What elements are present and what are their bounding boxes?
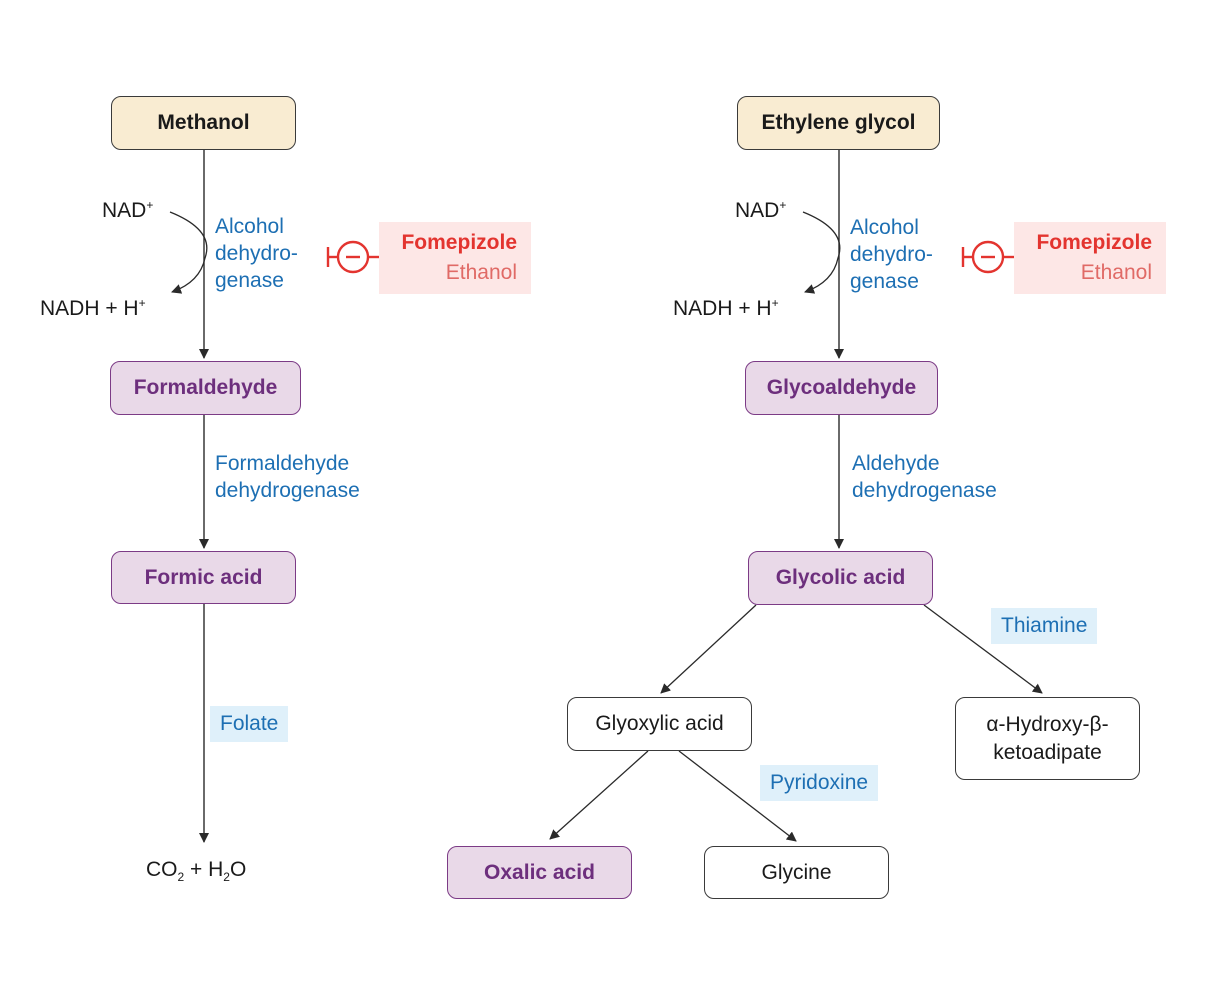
alcohol-dehydrogenase-label: Alcohol dehydro- genase: [850, 216, 933, 293]
inhibitor-box: Fomepizole Ethanol: [379, 222, 531, 294]
glycine-box: Glycine: [704, 846, 889, 899]
ketoadipate-box: α-Hydroxy-β- ketoadipate: [955, 697, 1140, 780]
nad-label: NAD+: [102, 198, 154, 222]
nad-curve-arrow: [802, 211, 841, 294]
inhibitor-box: Fomepizole Ethanol: [1014, 222, 1166, 294]
aldehyde-dehydrogenase-label: Aldehyde dehydrogenase: [852, 452, 997, 502]
oxalic-acid-box: Oxalic acid: [447, 846, 632, 899]
ethanol-label: Ethanol: [445, 261, 517, 284]
folate-badge: Folate: [210, 706, 289, 742]
thiamine-badge: Thiamine: [991, 608, 1098, 644]
fomepizole-label: Fomepizole: [1036, 231, 1152, 254]
formic-acid-box: Formic acid: [111, 551, 296, 604]
nad-label: NAD+: [735, 198, 787, 222]
pyridoxine-badge: Pyridoxine: [760, 765, 879, 801]
glycolic-acid-box: Glycolic acid: [748, 551, 933, 605]
nadh-label: NADH + H+: [673, 296, 779, 320]
glyoxylic-acid-box: Glyoxylic acid: [567, 697, 752, 751]
fomepizole-label: Fomepizole: [401, 231, 517, 254]
arrow-glyoxylic-to-oxalic: [549, 750, 649, 840]
nad-curve-arrow: [169, 211, 208, 294]
arrow-glycolic-to-glyoxylic: [660, 604, 757, 694]
ethanol-label: Ethanol: [1080, 261, 1152, 284]
methanol-box: Methanol: [111, 96, 296, 150]
formaldehyde-box: Formaldehyde: [110, 361, 301, 415]
nadh-label: NADH + H+: [40, 296, 146, 320]
formaldehyde-dehydrogenase-label: Formaldehyde dehydrogenase: [215, 452, 360, 502]
inhibition-icon: [961, 240, 1015, 274]
alcohol-dehydrogenase-label: Alcohol dehydro- genase: [215, 215, 298, 292]
co2-h2o-product: CO2 + H2O: [146, 858, 247, 885]
arrow-glyoxylic-to-glycine: [678, 750, 797, 842]
ethylene-glycol-box: Ethylene glycol: [737, 96, 940, 150]
glycoaldehyde-box: Glycoaldehyde: [745, 361, 938, 415]
inhibition-icon: [326, 240, 380, 274]
arrow-glycolic-to-ketoadipate: [923, 604, 1043, 694]
